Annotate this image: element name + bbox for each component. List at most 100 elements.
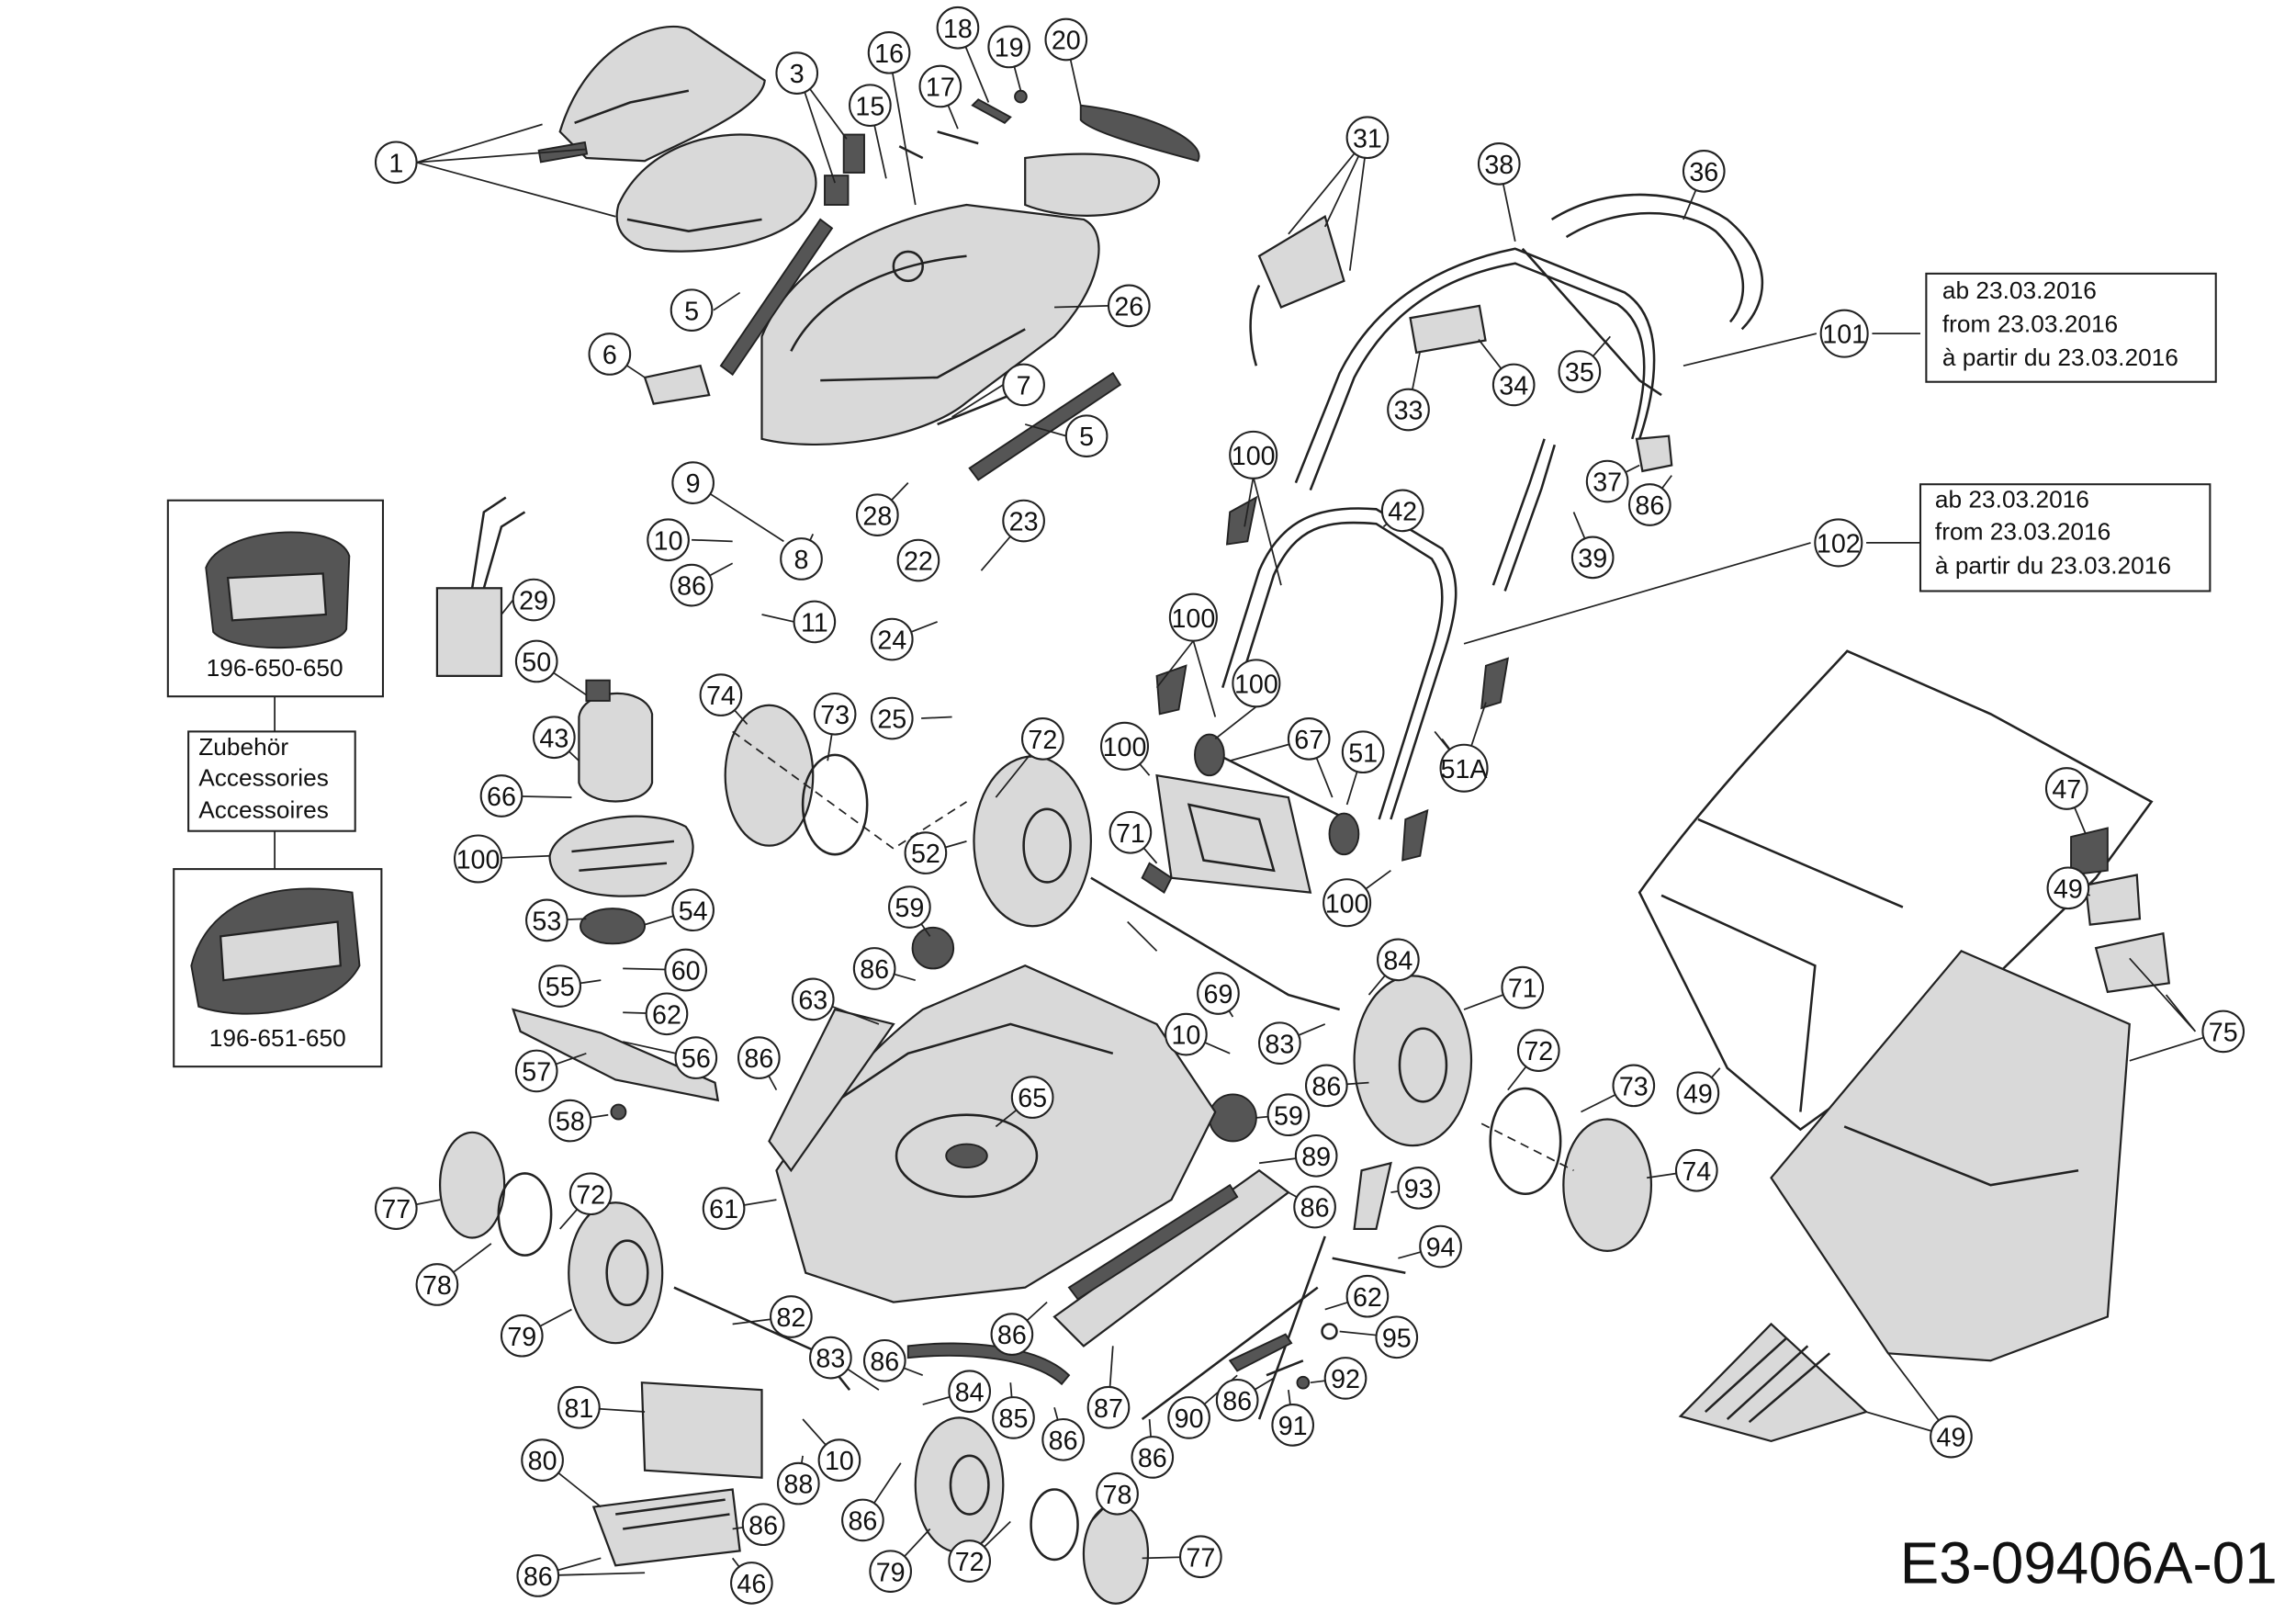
callout-circle: [793, 600, 837, 644]
callout-circle: [568, 1172, 613, 1216]
callout-6: 6: [588, 333, 632, 376]
callout-label: 87: [1094, 1394, 1123, 1424]
callout-circle: [918, 64, 962, 108]
callout-circle: [1107, 284, 1151, 328]
callout-circle: [500, 1314, 544, 1358]
callout-circle: [647, 518, 690, 562]
callout-label: 72: [955, 1548, 985, 1577]
callout-label: 72: [1524, 1037, 1553, 1066]
callout-label: 10: [825, 1447, 854, 1476]
callout-label: 79: [876, 1558, 906, 1587]
date-note-102-line-1: ab 23.03.2016: [1935, 486, 2089, 513]
callout-label: 38: [1484, 151, 1514, 180]
callout-circle: [525, 898, 568, 942]
accessories-label-en: Accessories: [198, 763, 329, 791]
callout-label: 10: [654, 526, 683, 556]
callout-17: 17: [918, 64, 962, 108]
callout-101: 101: [1819, 309, 1869, 358]
callout-label: 22: [904, 547, 933, 577]
callout-58: 58: [548, 1099, 592, 1143]
callout-label: 102: [1817, 530, 1861, 559]
callout-9: 9: [671, 461, 715, 504]
callout-86: 86: [741, 1503, 785, 1547]
callout-93: 93: [1397, 1167, 1441, 1210]
callout-circle: [1010, 1076, 1054, 1119]
callout-circle: [1266, 1093, 1311, 1137]
wheel-front-right: [914, 1416, 1005, 1554]
callout-86: 86: [1627, 483, 1671, 526]
callout-circle: [699, 673, 743, 716]
callout-circle: [1002, 363, 1045, 407]
callout-label: 66: [487, 783, 516, 812]
callout-circle: [702, 1187, 746, 1230]
callout-circle: [1439, 743, 1489, 793]
callout-label: 24: [877, 626, 906, 656]
callout-86: 86: [841, 1498, 884, 1542]
callout-circle: [1345, 1274, 1390, 1318]
accessories-label-box: [187, 730, 356, 832]
callout-circle: [1168, 592, 1218, 642]
callout-circle: [1002, 499, 1045, 543]
callout-label: 100: [456, 846, 501, 875]
callout-circle: [1491, 363, 1536, 407]
callout-78: 78: [1096, 1472, 1139, 1516]
callout-circle: [1086, 1385, 1131, 1429]
callout-label: 100: [1171, 604, 1215, 634]
callout-37: 37: [1585, 459, 1629, 503]
callout-circle: [1375, 1315, 1419, 1359]
callout-74: 74: [1674, 1148, 1718, 1192]
callout-69: 69: [1197, 972, 1240, 1015]
callout-label: 84: [955, 1378, 985, 1407]
callout-circle: [741, 1503, 785, 1547]
date-note-102: ab 23.03.2016 from 23.03.2016 à partir d…: [1919, 483, 2212, 592]
callout-circle: [453, 834, 503, 884]
callout-circle: [1229, 430, 1278, 479]
callout-51: 51: [1341, 730, 1385, 774]
callout-90: 90: [1167, 1396, 1210, 1439]
callout-77: 77: [1179, 1535, 1222, 1579]
callout-label: 80: [528, 1447, 557, 1476]
callout-circle: [990, 1313, 1034, 1356]
callout-label: 5: [1079, 423, 1094, 452]
callout-circle: [1380, 489, 1424, 533]
callout-65: 65: [1010, 1076, 1054, 1119]
callout-100: 100: [1168, 592, 1218, 642]
callout-87: 87: [1086, 1385, 1131, 1429]
callout-label: 86: [1049, 1427, 1078, 1456]
callout-91: 91: [1271, 1404, 1315, 1447]
callout-circle: [852, 947, 896, 990]
callout-38: 38: [1477, 142, 1521, 186]
callout-34: 34: [1491, 363, 1536, 407]
callout-circle: [512, 578, 556, 622]
callout-label: 78: [1103, 1481, 1132, 1510]
callout-circle: [1323, 1357, 1367, 1400]
callout-label: 100: [1232, 442, 1276, 471]
callout-circle: [1064, 414, 1109, 457]
callout-circle: [862, 1338, 906, 1382]
callout-circle: [870, 617, 914, 661]
callout-label: 88: [783, 1471, 813, 1500]
callout-52: 52: [904, 831, 948, 874]
callout-28: 28: [855, 493, 899, 536]
callout-71: 71: [1109, 810, 1153, 854]
callout-circle: [1345, 116, 1390, 160]
callout-label: 1: [388, 149, 403, 178]
callout-circle: [645, 992, 689, 1036]
callout-label: 58: [556, 1108, 585, 1137]
callout-33: 33: [1387, 388, 1430, 432]
callout-circle: [1558, 350, 1602, 393]
callout-81: 81: [557, 1385, 601, 1429]
callout-label: 35: [1565, 358, 1594, 388]
callout-10: 10: [817, 1438, 861, 1482]
callout-circle: [1322, 878, 1372, 928]
callout-100: 100: [453, 834, 503, 884]
callout-35: 35: [1558, 350, 1602, 393]
callout-circle: [532, 716, 576, 760]
callout-label: 86: [748, 1511, 778, 1540]
callout-circle: [521, 1438, 564, 1482]
date-note-101: ab 23.03.2016 from 23.03.2016 à partir d…: [1925, 272, 2217, 383]
callout-23: 23: [1002, 499, 1045, 543]
callout-75: 75: [2201, 1009, 2245, 1054]
callout-circle: [374, 1187, 418, 1230]
callout-label: 71: [1116, 819, 1145, 849]
